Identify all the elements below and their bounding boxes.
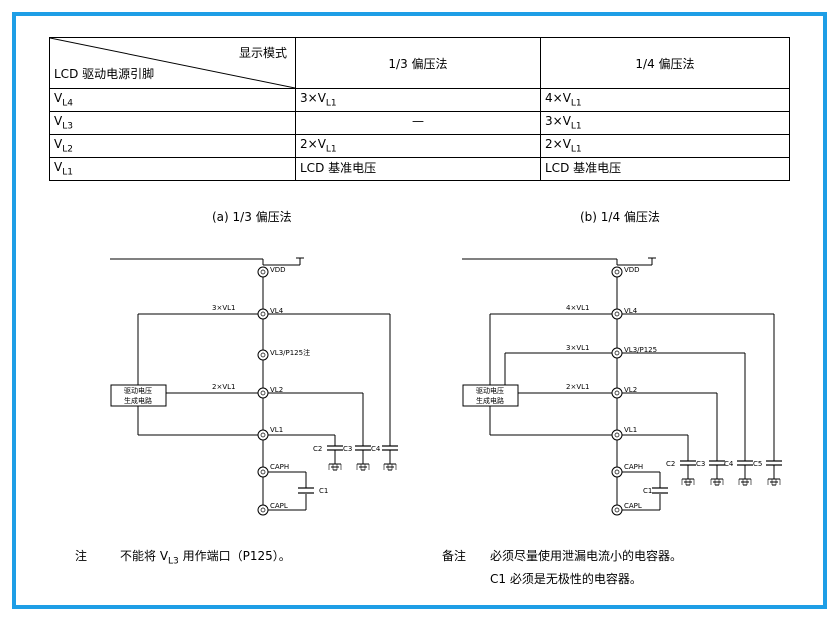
col1-cell: 2×VL1 [295, 134, 541, 158]
table-row: VL3 — 3×VL1 [49, 111, 790, 135]
pin-caph-a [257, 466, 269, 478]
pin-label: CAPH [624, 463, 643, 471]
caption-a: (a) 1/3 偏压法 [212, 210, 292, 224]
table-corner-cell: 显示模式 LCD 驱动电源引脚 [49, 37, 296, 89]
cap-label: C4 [371, 445, 381, 453]
pin-label: VL2 [624, 386, 637, 394]
block-b-label2: 生成电路 [476, 396, 504, 405]
col1-cell: — [295, 111, 541, 135]
table-row: VL2 2×VL1 2×VL1 [49, 134, 790, 158]
note-label: 注 [75, 549, 88, 563]
cap-label: C1 [319, 487, 328, 495]
pin-label: VL3/P125 [624, 346, 657, 354]
pin-vl1-a [257, 429, 269, 441]
pin-label: VL4 [624, 307, 638, 315]
caps-a [298, 445, 398, 494]
header-col1: 1/3 偏压法 [295, 37, 541, 89]
pins-a-inner [260, 269, 266, 513]
pin-vl4-a [257, 308, 269, 320]
cap-label: C2 [666, 460, 675, 468]
header-pin: LCD 驱动电源引脚 [54, 67, 155, 81]
bias-table: 显示模式 LCD 驱动电源引脚 1/3 偏压法 1/4 偏压法 VL4 3×VL… [49, 37, 790, 181]
table-header-row: 显示模式 LCD 驱动电源引脚 1/3 偏压法 1/4 偏压法 [49, 37, 790, 89]
pin-label: VL1 [624, 426, 637, 434]
wire-label: 3×VL1 [212, 304, 235, 312]
pin-cell: VL1 [49, 157, 296, 181]
pin-label: CAPL [624, 502, 642, 510]
pin-cell: VL2 [49, 134, 296, 158]
cap-label: C4 [724, 460, 734, 468]
pin-label: VDD [624, 266, 640, 274]
pin-cell: VL3 [49, 111, 296, 135]
page-frame [12, 12, 827, 609]
pin-label: VL3/P125注 [270, 348, 310, 357]
col1-cell: LCD 基准电压 [295, 157, 541, 181]
remark-line1: 必须尽量使用泄漏电流小的电容器。 [490, 549, 683, 563]
wire-label: 3×VL1 [566, 344, 589, 352]
block-a-label2: 生成电路 [124, 396, 152, 405]
col1-cell: 3×VL1 [295, 88, 541, 112]
note-text: 不能将 VL3 用作端口（P125）。 [120, 549, 291, 567]
remark-line2: C1 必须是无极性的电容器。 [490, 572, 642, 586]
pin-label: VL2 [270, 386, 283, 394]
pin-vl2-a [257, 387, 269, 399]
pin-label: CAPL [270, 502, 288, 510]
voltage-gen-block-a [110, 384, 167, 407]
pin-label: VL4 [270, 307, 284, 315]
wire-label: 4×VL1 [566, 304, 589, 312]
block-b-label1: 驱动电压 [476, 386, 504, 395]
diagonal-line [50, 38, 295, 88]
cap-label: C5 [753, 460, 762, 468]
pins-a [257, 266, 269, 516]
pin-label: CAPH [270, 463, 289, 471]
header-display-mode: 显示模式 [238, 46, 287, 60]
pin-capl-a [257, 504, 269, 516]
voltage-gen-block-b [462, 384, 519, 407]
cap-label: C1 [643, 487, 652, 495]
pins-b [611, 266, 623, 516]
pin-vl3-a [257, 349, 269, 361]
col2-cell: 4×VL1 [540, 88, 790, 112]
cap-label: C3 [343, 445, 352, 453]
col2-cell: 2×VL1 [540, 134, 790, 158]
pin-label: VDD [270, 266, 286, 274]
cap-label: C2 [313, 445, 322, 453]
col2-cell: 3×VL1 [540, 111, 790, 135]
remark-label: 备注 [442, 549, 467, 563]
wire-label: 2×VL1 [212, 383, 235, 391]
wire-label: 2×VL1 [566, 383, 589, 391]
pin-vdd-a [257, 266, 269, 278]
cap-label: C3 [696, 460, 705, 468]
block-a-label1: 驱动电压 [124, 386, 152, 395]
pin-label: VL1 [270, 426, 283, 434]
caption-b: (b) 1/4 偏压法 [580, 210, 660, 224]
circuit-a [110, 257, 391, 511]
table-row: VL1 LCD 基准电压 LCD 基准电压 [49, 157, 790, 181]
col2-cell: LCD 基准电压 [540, 157, 790, 181]
header-col2: 1/4 偏压法 [540, 37, 790, 89]
